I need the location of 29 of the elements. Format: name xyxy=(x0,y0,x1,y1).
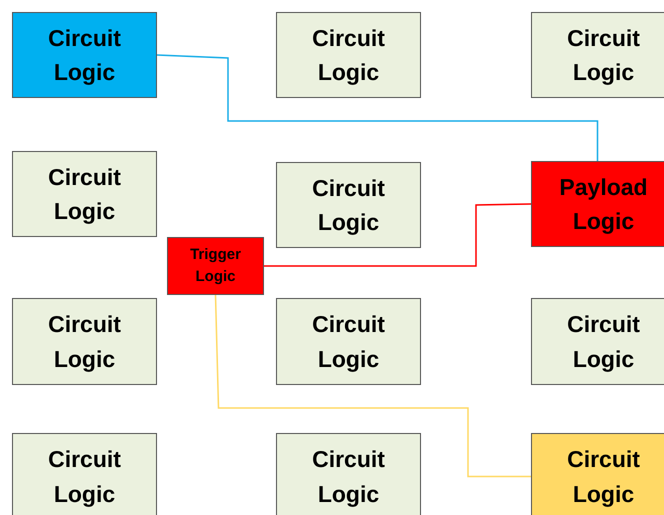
logic-box xyxy=(531,298,664,385)
logic-box xyxy=(12,151,157,237)
box-label: Circuit Logic xyxy=(47,162,122,226)
logic-box xyxy=(167,237,264,295)
box-label: Circuit Logic xyxy=(47,310,122,374)
logic-box xyxy=(531,12,664,98)
box-label: Circuit Logic xyxy=(566,24,641,87)
logic-box xyxy=(276,433,421,515)
box-label: Circuit Logic xyxy=(311,445,386,509)
logic-box xyxy=(276,162,421,248)
logic-box xyxy=(276,298,421,385)
connector-line xyxy=(264,203,532,267)
box-label: Circuit Logic xyxy=(47,445,122,509)
connector-line xyxy=(214,294,531,478)
box-label: Trigger Logic xyxy=(189,244,242,287)
box-label: Circuit Logic xyxy=(311,24,386,87)
box-label: Circuit Logic xyxy=(566,310,641,374)
box-label: Circuit Logic xyxy=(311,174,386,237)
box-label: Circuit Logic xyxy=(311,310,386,374)
logic-box xyxy=(531,433,664,515)
connector-line xyxy=(156,54,598,161)
logic-box xyxy=(12,433,157,515)
logic-box xyxy=(276,12,421,98)
logic-box xyxy=(12,12,157,98)
box-label: Circuit Logic xyxy=(566,445,641,509)
logic-box xyxy=(531,161,664,247)
box-label: Circuit Logic xyxy=(47,24,122,87)
box-label: Payload Logic xyxy=(558,172,649,236)
logic-box xyxy=(12,298,157,385)
